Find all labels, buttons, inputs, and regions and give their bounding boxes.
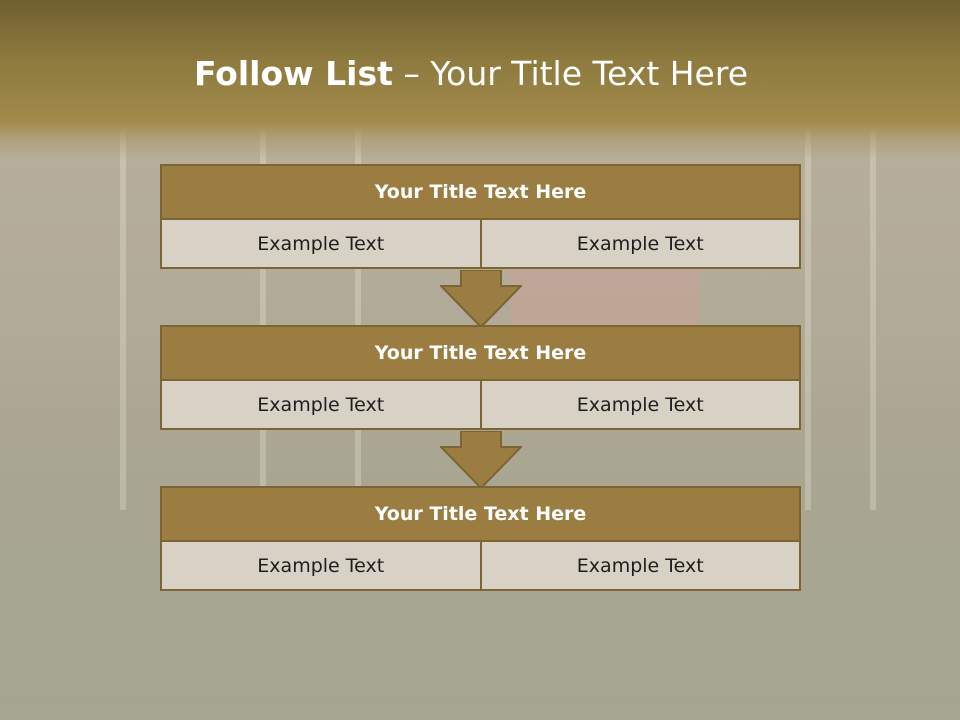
- block-cell: Example Text: [160, 542, 482, 591]
- block-row: Example Text Example Text: [160, 381, 801, 430]
- block-cell: Example Text: [160, 220, 482, 269]
- down-arrow-icon: [440, 270, 522, 328]
- block-cell: Example Text: [481, 381, 801, 430]
- list-block: Your Title Text Here Example Text Exampl…: [160, 164, 801, 269]
- block-cell: Example Text: [160, 381, 482, 430]
- list-block: Your Title Text Here Example Text Exampl…: [160, 325, 801, 430]
- down-arrow-icon: [440, 431, 522, 489]
- block-cell: Example Text: [481, 542, 801, 591]
- block-title: Your Title Text Here: [160, 325, 801, 381]
- header-band: [0, 0, 960, 160]
- block-title: Your Title Text Here: [160, 486, 801, 542]
- block-row: Example Text Example Text: [160, 542, 801, 591]
- block-cell: Example Text: [481, 220, 801, 269]
- list-block: Your Title Text Here Example Text Exampl…: [160, 486, 801, 591]
- slide-title-rest: – Your Title Text Here: [403, 54, 749, 93]
- slide-title-bold: Follow List: [193, 54, 393, 93]
- block-title: Your Title Text Here: [160, 164, 801, 220]
- slide-title: Follow List – Your Title Text Here: [0, 54, 942, 93]
- block-row: Example Text Example Text: [160, 220, 801, 269]
